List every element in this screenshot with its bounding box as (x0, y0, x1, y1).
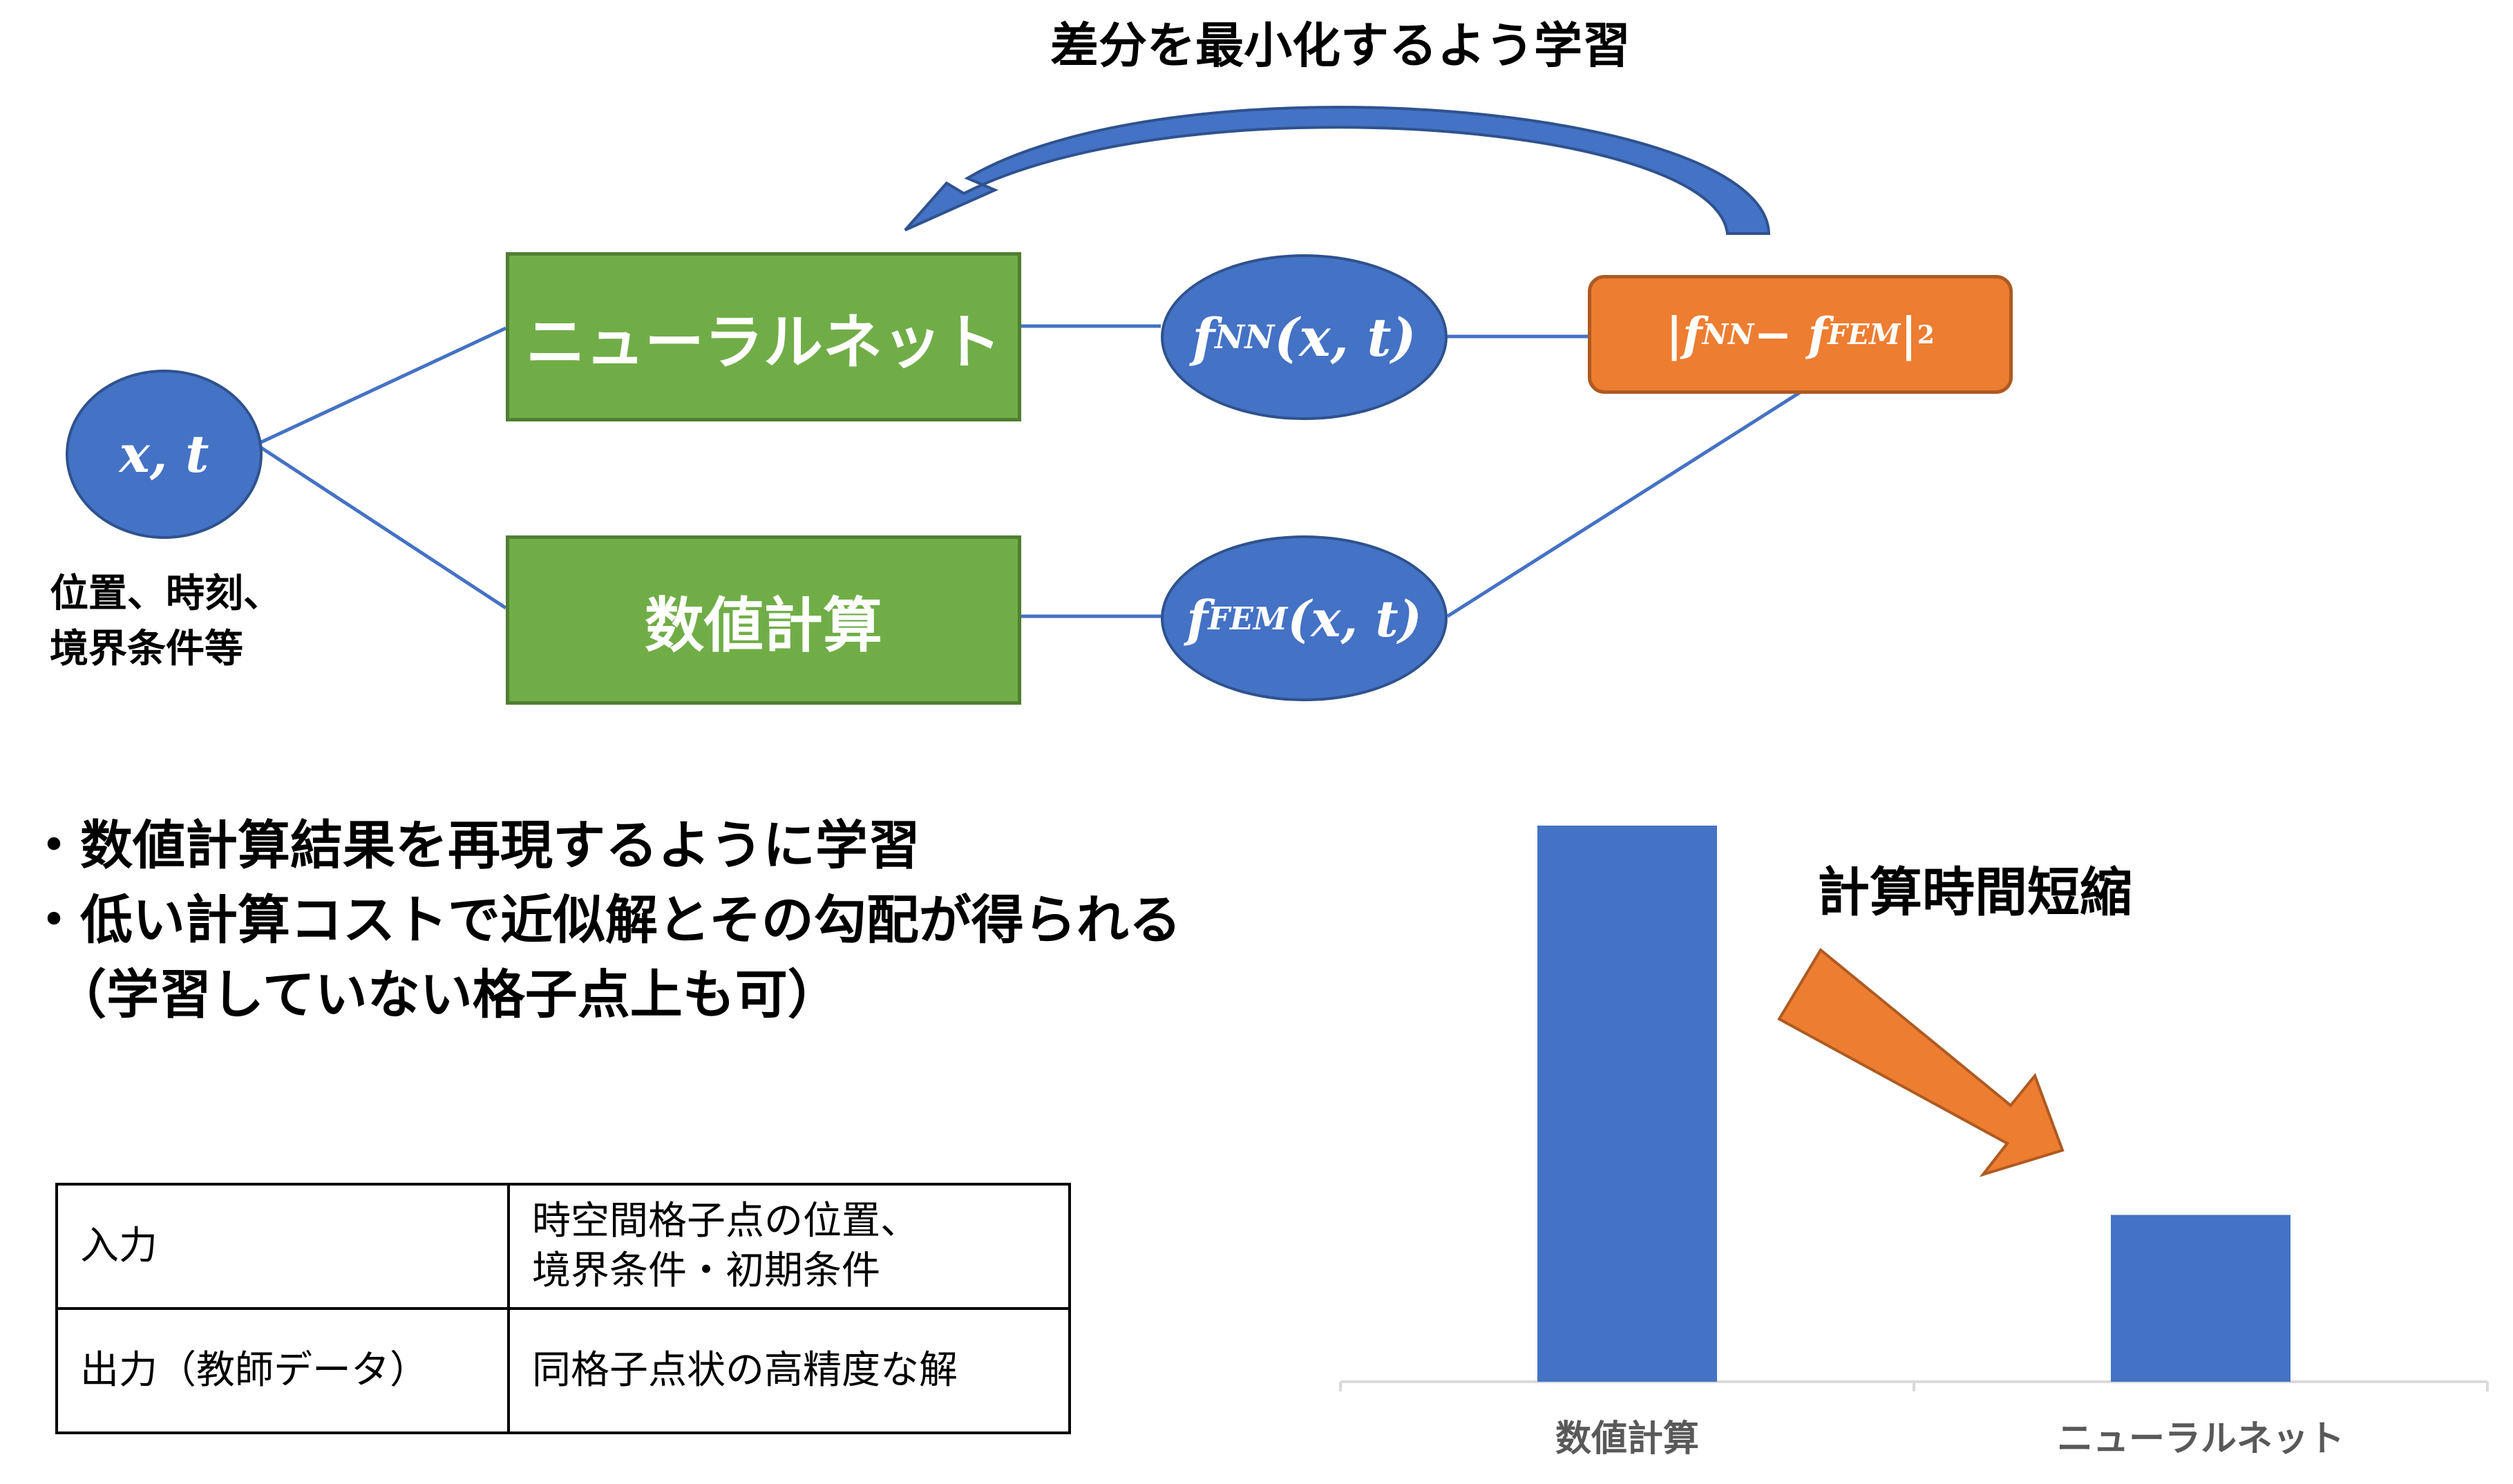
bullet-3: （学習していない格子点上も可） (28, 964, 840, 1025)
loss-right: | (1900, 307, 1917, 361)
input-node: x, t (66, 370, 263, 539)
edge-input-nn (260, 326, 507, 444)
nn-output-sub: NN (1215, 318, 1275, 356)
bullet-1: ・数値計算結果を再現するように学習 (28, 815, 920, 876)
loss-exponent: 2 (1917, 319, 1935, 350)
speedup-arrow (1777, 947, 2065, 1177)
fem-output-base: f (1186, 589, 1208, 648)
fem-output-sub: FEM (1208, 600, 1288, 637)
bullet-list: ・数値計算結果を再現するように学習 ・低い計算コストで近似解とその勾配が得られる… (28, 808, 1182, 1032)
diagram-title: 差分を最小化するよう学習 (1050, 17, 1631, 74)
edge-femout-loss (1446, 390, 1801, 618)
bar-label-numerical: 数値計算 (1555, 1418, 1699, 1460)
bar-2 (2111, 1215, 2291, 1382)
input-caption-line-2: 境界条件等 (50, 627, 243, 672)
edge-input-num (260, 446, 507, 610)
bar-1 (1537, 826, 1717, 1382)
neural-net-box: ニューラルネット (506, 252, 1021, 421)
input-caption-line-1: 位置、時刻、 (50, 571, 282, 616)
loss-sub-fem: FEM (1828, 318, 1901, 351)
nn-output-args: (x, t) (1274, 306, 1416, 368)
numerical-calc-box: 数値計算 (506, 535, 1021, 705)
output-label-cell: 出力（教師データ） (55, 1307, 510, 1434)
loss-left: |f (1666, 307, 1703, 361)
feedback-arrow (904, 106, 1771, 235)
nn-output-base: f (1192, 306, 1215, 368)
bullet-2: ・低い計算コストで近似解とその勾配が得られる (28, 889, 1182, 951)
io-table: 入力 時空間格子点の位置、 境界条件・初期条件 出力（教師データ） 同格子点状の… (55, 1183, 1071, 1434)
bar-label-neural-net: ニューラルネット (2056, 1418, 2344, 1460)
table-row-output: 出力（教師データ） 同格子点状の高精度な解 (55, 1307, 1071, 1434)
input-label-cell: 入力 (55, 1183, 510, 1310)
table-row-input: 入力 時空間格子点の位置、 境界条件・初期条件 (55, 1183, 1071, 1310)
speedup-label: 計算時間短縮 (1817, 862, 2132, 923)
input-value-line-2: 境界条件・初期条件 (532, 1248, 880, 1293)
fem-output-args: (x, t) (1287, 589, 1422, 648)
input-value-line-1: 時空間格子点の位置、 (532, 1199, 919, 1244)
output-value-cell: 同格子点状の高精度な解 (507, 1307, 1071, 1434)
input-value-cell: 時空間格子点の位置、 境界条件・初期条件 (507, 1183, 1071, 1310)
loss-minus: − f (1754, 307, 1828, 361)
input-caption: 位置、時刻、 境界条件等 (50, 567, 282, 677)
chart-bars (1537, 826, 2291, 1382)
loss-sub-nn: NN (1702, 318, 1754, 351)
